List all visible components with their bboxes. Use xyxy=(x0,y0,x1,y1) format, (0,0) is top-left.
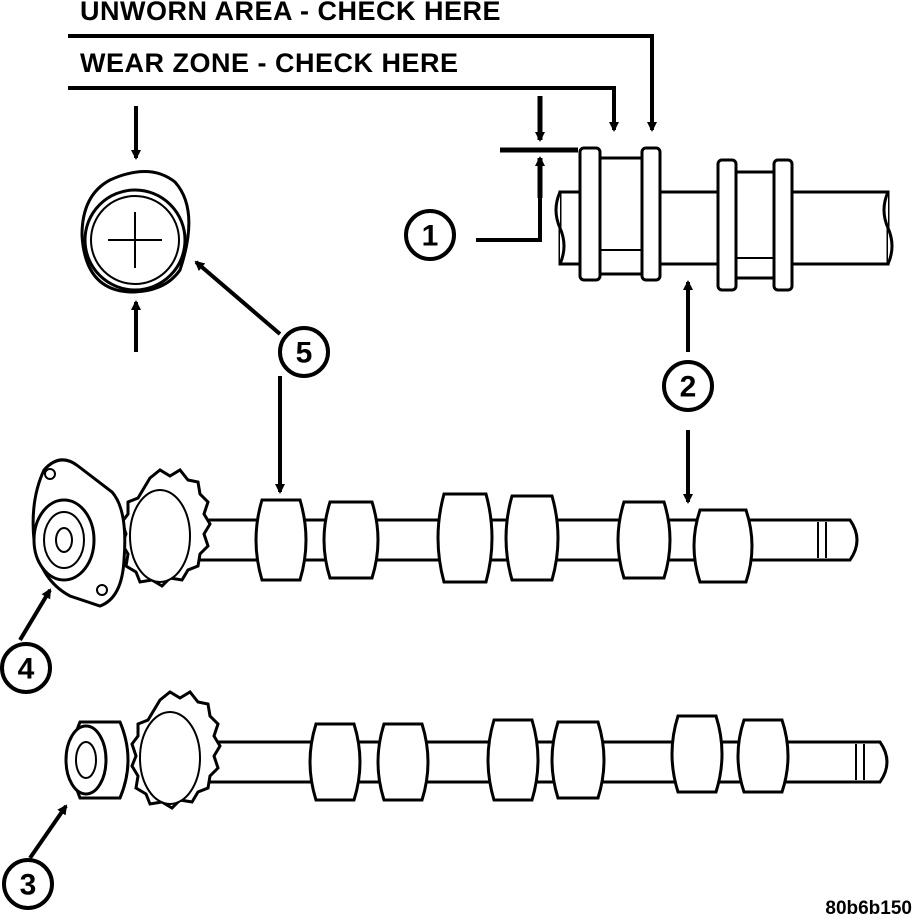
callout-5: 5 xyxy=(194,260,330,494)
journal-end-view xyxy=(80,170,191,294)
measure-marks xyxy=(500,96,578,198)
svg-text:1: 1 xyxy=(422,220,439,253)
unworn-area-label: UNWORN AREA - CHECK HERE xyxy=(80,0,501,26)
wear-zone-leader xyxy=(68,86,619,132)
journal-detail xyxy=(554,146,894,292)
svg-text:5: 5 xyxy=(296,337,313,370)
callout-1: 1 xyxy=(404,198,542,261)
upper-camshaft xyxy=(31,458,859,608)
svg-text:4: 4 xyxy=(18,653,35,686)
svg-text:2: 2 xyxy=(680,371,697,404)
callout-2: 2 xyxy=(662,280,714,504)
wear-zone-label: WEAR ZONE - CHECK HERE xyxy=(80,48,459,78)
callout-3: 3 xyxy=(2,804,68,910)
callout-4: 4 xyxy=(0,588,52,694)
unworn-leader xyxy=(68,34,657,132)
lower-camshaft xyxy=(64,690,889,810)
svg-text:3: 3 xyxy=(20,869,37,902)
figure-code: 80b6b150 xyxy=(825,898,912,919)
